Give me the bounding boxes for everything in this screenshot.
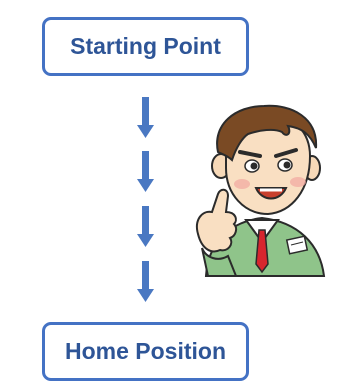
down-arrow-icon [137,151,154,193]
starting-point-box: Starting Point [42,17,249,76]
home-position-label: Home Position [65,338,226,365]
home-position-box: Home Position [42,322,249,381]
down-arrow-icon [137,97,154,139]
starting-point-label: Starting Point [70,33,221,60]
down-arrow-icon [137,261,154,303]
man-thumbs-up-icon [188,104,333,284]
down-arrow-icon [137,206,154,248]
